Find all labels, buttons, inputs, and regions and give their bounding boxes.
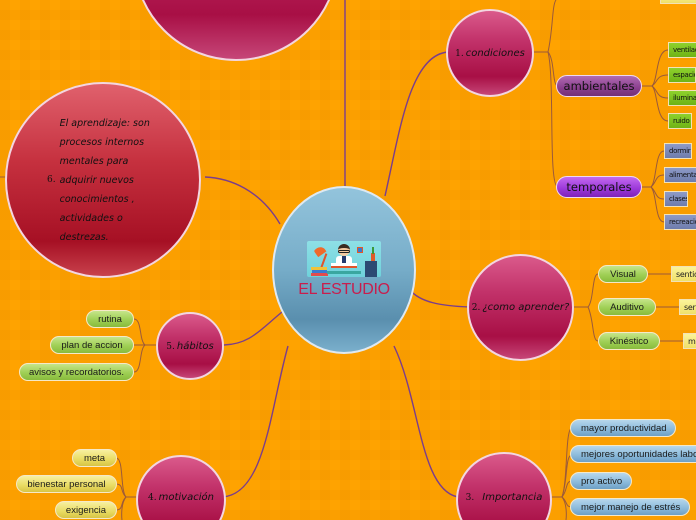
item-avisos-recordatorios[interactable]: avisos y recordatorios.: [19, 363, 134, 381]
leaf-ruido[interactable]: ruido: [668, 113, 692, 129]
leaf-alimentacion[interactable]: alimentaci: [664, 167, 696, 183]
student-reading-illustration-icon: [307, 241, 381, 277]
subtopic-auditivo[interactable]: Auditivo: [598, 298, 656, 316]
leaf-kinestico-detail[interactable]: mo: [683, 333, 696, 349]
topic-habitos[interactable]: 5.hábitos: [156, 312, 224, 380]
topic-label: condiciones: [465, 47, 525, 59]
topic-label: motivación: [158, 491, 214, 503]
item-mejor-manejo-estres[interactable]: mejor manejo de estrés: [570, 498, 690, 516]
topic-label: ¿como aprender?: [482, 302, 570, 313]
topic-number: 4.: [148, 492, 157, 503]
topic-number: 2.: [471, 303, 481, 313]
topic-como-aprender[interactable]: 2.¿como aprender?: [467, 254, 574, 361]
leaf-cropped-top[interactable]: [660, 0, 696, 4]
item-plan-de-accion[interactable]: plan de accion: [50, 336, 134, 354]
item-pro-activo[interactable]: pro activo: [570, 472, 632, 490]
item-exigencia[interactable]: exigencia: [55, 501, 117, 519]
topic-number: 6.: [47, 175, 56, 185]
topic-number: 3.: [465, 492, 475, 503]
leaf-iluminacion[interactable]: iluminac: [668, 90, 696, 106]
central-topic-title: EL ESTUDIO: [298, 281, 390, 298]
leaf-clases[interactable]: clases: [664, 191, 688, 207]
central-topic-node[interactable]: EL ESTUDIO: [272, 186, 416, 354]
topic-number: 5.: [166, 341, 175, 352]
leaf-dormir[interactable]: dormir: [664, 143, 692, 159]
leaf-ventilacion[interactable]: ventilaci: [668, 42, 696, 58]
subtopic-kinestico[interactable]: Kinéstico: [598, 332, 660, 350]
topic-aprendizaje[interactable]: 6. El aprendizaje: son procesos internos…: [5, 82, 201, 278]
aprendizaje-description: El aprendizaje: son procesos internos me…: [59, 117, 150, 243]
topic-number: 1.: [455, 48, 464, 59]
subtopic-ambientales[interactable]: ambientales: [556, 75, 642, 97]
item-bienestar-personal[interactable]: bienestar personal: [16, 475, 117, 493]
topic-motivacion[interactable]: 4.motivación: [136, 455, 226, 520]
leaf-visual-detail[interactable]: sentid: [671, 266, 696, 282]
leaf-auditivo-detail[interactable]: ser: [679, 299, 696, 315]
topic-label: Importancia: [482, 491, 543, 503]
leaf-recreacion[interactable]: recreación: [664, 214, 696, 230]
item-mejores-oportunidades[interactable]: mejores oportunidades labo: [570, 445, 696, 463]
item-mayor-productividad[interactable]: mayor productividad: [570, 419, 676, 437]
topic-label: hábitos: [176, 340, 214, 352]
leaf-espacio[interactable]: espacio: [668, 67, 696, 83]
item-meta[interactable]: meta: [72, 449, 117, 467]
subtopic-temporales[interactable]: temporales: [556, 176, 642, 198]
item-rutina[interactable]: rutina: [86, 310, 134, 328]
subtopic-visual[interactable]: Visual: [598, 265, 648, 283]
topic-condiciones[interactable]: 1.condiciones: [446, 9, 534, 97]
